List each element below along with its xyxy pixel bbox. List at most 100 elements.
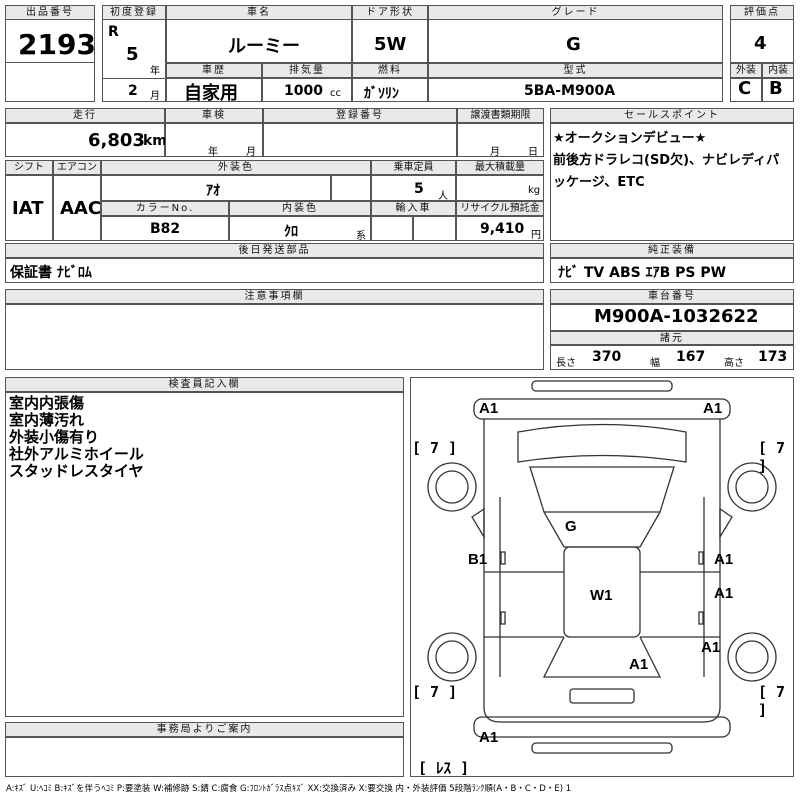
displacement-box [262,78,352,102]
note-line: 室内内張傷 [9,394,85,412]
dims-box [550,345,794,370]
tr-month-unit: 月 [490,147,500,158]
inspector-notes: 室内内張傷 室内薄汚れ 外装小傷有り 社外アルミホイール スタッドレスタイヤ [9,395,144,480]
len-label: 長さ [556,358,576,369]
note-line: 室内薄汚れ [9,411,85,429]
chassis-label: 車台番号 [550,289,794,304]
reg-no-box [263,123,457,157]
color-no-box [101,216,229,241]
reg-month-box [102,78,166,102]
chassis-box [550,304,794,331]
yen-unit: 円 [531,230,541,241]
length: 370 [592,349,622,365]
reg-month: 2 [128,83,138,99]
mileage: 6,803 [88,130,145,151]
max-load-box [456,175,544,201]
score: 4 [754,33,767,54]
recycle: 9,410 [480,221,525,237]
car-diagram [427,380,777,754]
damage-mark: A1 [479,729,499,746]
mileage-box [5,123,165,157]
kg-unit: kg [528,185,541,196]
caution-label: 注意事項欄 [5,289,544,304]
tr-day-unit: 日 [528,147,538,158]
wid-label: 幅 [650,358,660,369]
history-box [166,78,262,102]
reg-year: 5 [126,44,139,65]
history-label: 車歴 [166,63,262,78]
ext-color-label: 外装色 [101,160,371,175]
model-box [428,78,723,102]
damage-mark: A1 [479,400,499,417]
sales-point-text: ★オークションデビュー★ 前後方ドラレコ(SD欠)、ナビレディパッケージ、ETC [553,131,780,190]
person-unit: 人 [438,191,448,202]
reg-no-label: 登録番号 [263,108,457,123]
later-parts-box [5,258,544,283]
month-unit: 月 [150,91,160,102]
fuel: ｶﾞｿﾘﾝ [364,86,399,102]
damage-mark: G [565,518,577,535]
width: 167 [676,349,706,365]
car-name: ルーミー [228,36,300,57]
sales-point-box [550,123,794,241]
shift-label: シフト [5,160,53,175]
model-label: 型式 [428,63,723,78]
damage-mark: A1 [714,585,734,602]
first-reg-label: 初度登録 [102,5,166,20]
exterior-grade: C [738,78,752,99]
damage-mark: A1 [701,639,721,656]
hei-label: 高さ [724,358,744,369]
tire-tread-rr: [ 7 ] [758,683,786,719]
history: 自家用 [184,83,238,104]
tire-tread-fr: [ 7 ] [758,439,786,475]
recycle-label: リサイクル預託金 [456,201,544,216]
legend: A:ｷｽﾞ U:ﾍｺﾐ B:ｷｽﾞを伴うﾍｺﾐ P:要塗装 W:補修跡 S:錆 … [6,784,572,794]
damage-mark: W1 [590,587,613,604]
door: 5W [374,34,407,55]
color-no-label: カラーNo. [101,201,229,216]
import-box-2 [413,216,456,241]
capacity-label: 乗車定員 [371,160,456,175]
era: R [108,24,119,40]
ext-color-sub [331,175,371,201]
mileage-label: 走行 [5,108,165,123]
grade-label: グレード [428,5,723,20]
caution-box [5,304,544,370]
damage-mark: A1 [714,551,734,568]
office-label: 事務局よりご案内 [5,722,404,737]
displacement: 1000 [284,83,323,99]
color-no: B82 [150,221,181,237]
import-box [371,216,413,241]
capacity-box [371,175,456,201]
ins-year-unit: 年 [208,147,218,158]
import-label: 輸入車 [371,201,456,216]
car-diagram-box [410,377,794,777]
transfer-label: 譲渡書類期限 [457,108,544,123]
inspector-label: 検査員記入欄 [5,377,404,392]
ac-box [53,175,101,241]
note-line: 社外アルミホイール [9,445,144,463]
lot-number: 2193 [18,28,96,61]
int-color-box [229,216,371,241]
later-parts: 保証書 ﾅﾋﾞﾛﾑ [10,265,92,281]
fuel-box [352,78,428,102]
office-box [5,737,404,777]
spare-tire: [ ﾚｽ ] [418,759,470,777]
note-line: 外装小傷有り [9,428,100,446]
inspection-box [165,123,263,157]
model: 5BA-M900A [524,83,616,99]
lot-sub-box [5,62,95,102]
genuine-label: 純正装備 [550,243,794,258]
interior-box [762,78,794,102]
note-line: スタッドレスタイヤ [9,462,144,480]
ins-month-unit: 月 [246,147,256,158]
ac-label: エアコン [53,160,101,175]
exterior-label: 外装 [730,63,762,78]
genuine-box [550,258,794,283]
ac: AAC [60,198,102,219]
car-name-label: 車名 [166,5,352,20]
height: 173 [758,349,788,365]
displacement-label: 排気量 [262,63,352,78]
inspector-box [5,392,404,717]
exterior-box [730,78,762,102]
